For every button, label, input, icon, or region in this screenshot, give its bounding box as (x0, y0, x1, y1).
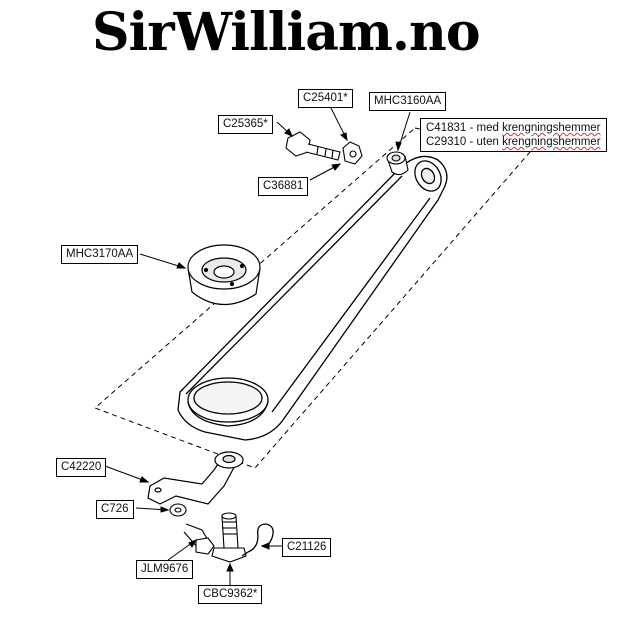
nut-c25401 (342, 141, 363, 165)
label-anti-roll-word-1: krengningshemmer (502, 122, 601, 134)
bracket-c42220 (147, 451, 244, 505)
label-c42220: C42220 (56, 458, 107, 477)
label-anti-roll-word-2: krengningshemmer (502, 136, 601, 148)
assembly-dashed-outline (94, 127, 531, 469)
clip-c21126 (241, 523, 274, 557)
site-title: SirWilliam.no (92, 2, 481, 63)
label-cbc9362: CBC9362* (198, 585, 263, 604)
label-jlm9676: JLM9676 (136, 560, 194, 579)
label-c21126: C21126 (282, 538, 332, 557)
screw-jlm9676 (183, 523, 215, 555)
label-c29310-line: C29310 - uten krengningshemmer (426, 135, 601, 149)
label-c25401: C25401* (298, 89, 353, 108)
bush-mhc3160aa (386, 151, 409, 176)
washer-c726 (169, 503, 187, 517)
label-mhc3170aa: MHC3170AA (61, 245, 139, 264)
label-c41831-line: C41831 - med krengningshemmer (426, 121, 601, 135)
bolt-cbc9362 (211, 512, 247, 563)
lower-arm (177, 155, 448, 441)
bolt-c25365 (285, 131, 341, 161)
label-c41831-text: C41831 - med (426, 122, 503, 134)
leader-lines (104, 105, 411, 585)
label-mhc3160aa: MHC3160AA (369, 92, 447, 111)
label-c41831-c29310: C41831 - med krengningshemmer C29310 - u… (420, 118, 607, 152)
label-c36881: C36881 (258, 177, 309, 196)
bush-mhc3170aa (187, 244, 261, 306)
label-c25365: C25365* (218, 115, 273, 134)
label-c29310-text: C29310 - uten (426, 136, 503, 148)
label-c726: C726 (96, 500, 134, 519)
